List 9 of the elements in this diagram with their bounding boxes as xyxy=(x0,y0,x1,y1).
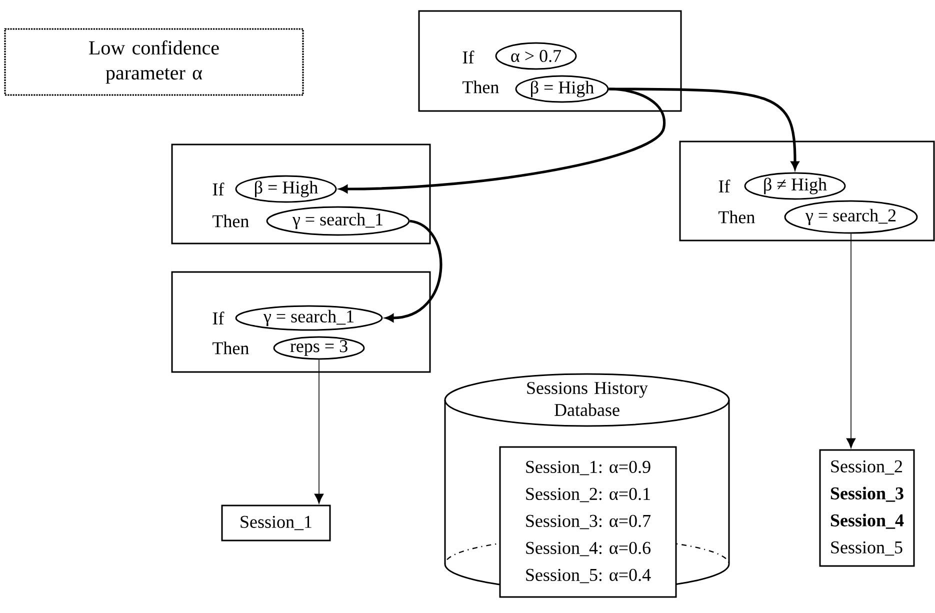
arrow xyxy=(385,220,442,322)
arrow xyxy=(314,359,324,504)
session-box: Session_2 Session_3 Session_4 Session_5 xyxy=(819,449,915,567)
arrow xyxy=(846,233,856,448)
note-box: Low confidence parameter α xyxy=(4,28,304,96)
arrow xyxy=(339,88,666,193)
session-box: Session_1: α=0.9 Session_2: α=0.1 Session_3: α=0.7 Session_4: α=0.6 Session_5: α=0.4 xyxy=(499,446,677,598)
arrow xyxy=(608,88,799,170)
session-box: Session_1 xyxy=(221,504,331,542)
